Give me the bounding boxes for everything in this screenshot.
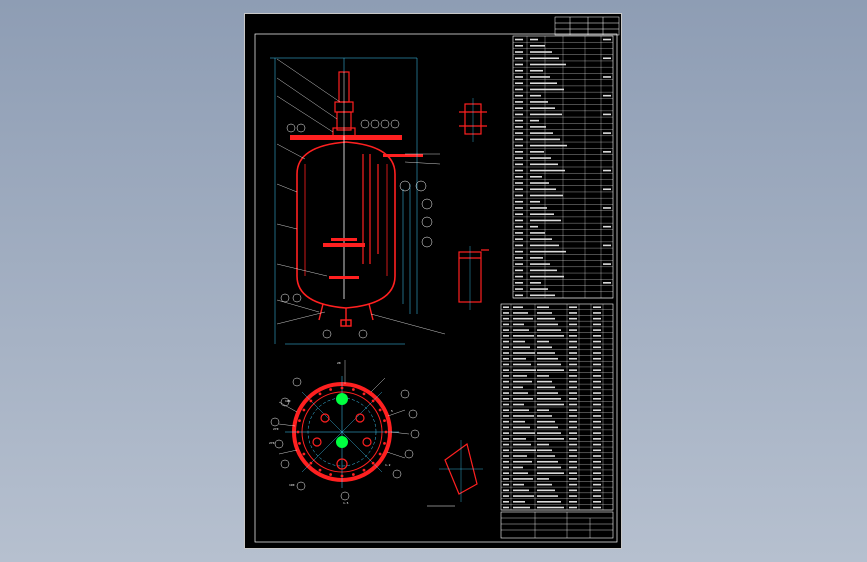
internal-pipes: [362, 154, 379, 264]
top-flange: [290, 135, 423, 157]
title-block: [500, 511, 614, 539]
bolt-label: 270: [269, 441, 275, 445]
vessel-elevation: [296, 141, 396, 309]
bolt-label: 1.5: [343, 501, 349, 505]
bolt-hole: [340, 474, 344, 478]
bolt-hole: [302, 452, 306, 456]
plan-view-labels: 190 270 270 190 20 5 1.2 1.5: [269, 361, 393, 505]
bolt-hole: [318, 392, 322, 396]
detail-view-middle: [458, 246, 489, 310]
revision-table: [554, 16, 620, 36]
bolt-hole: [362, 468, 366, 472]
bolt-label: 190: [285, 399, 291, 403]
plan-view-nozzles: [312, 393, 372, 470]
leader-lines: [276, 58, 446, 335]
drawing-sheet[interactable]: 190 270 270 190 20 5 1.2 1.5: [244, 13, 622, 549]
bolt-label: 270: [273, 427, 279, 431]
bolt-hole: [362, 392, 366, 396]
bolt-hole: [384, 430, 388, 434]
bolt-hole: [351, 473, 355, 476]
tech-spec-table: [512, 35, 614, 299]
detail-view-bottom: [439, 440, 483, 502]
bolt-hole: [309, 461, 313, 465]
drawing-canvas: 190 270 270 190 20 5 1.2 1.5: [254, 16, 620, 543]
bolt-hole: [309, 399, 313, 403]
bolt-label: 20: [337, 361, 341, 365]
bottom-nozzles: [318, 303, 374, 327]
impeller: [323, 238, 365, 279]
bolt-label: 190: [289, 483, 295, 487]
bolt-hole: [298, 419, 301, 423]
bolt-hole: [371, 399, 375, 403]
bolt-hole: [378, 408, 382, 412]
bolt-hole: [378, 452, 382, 456]
bolt-hole: [340, 386, 344, 390]
bolt-hole: [329, 473, 333, 476]
plan-view-leaders: [278, 360, 410, 459]
plan-view-callouts: [270, 377, 420, 501]
bolt-hole: [298, 441, 301, 445]
bolt-label: 1.2: [385, 463, 391, 467]
callout-balloons: [280, 119, 433, 339]
bolt-hole: [383, 441, 386, 445]
drawing-frame: [254, 33, 618, 543]
bolt-hole: [302, 408, 306, 412]
bolt-hole: [383, 419, 386, 423]
parts-list-table: [500, 303, 614, 511]
dimension-lines: [270, 57, 418, 345]
bolt-hole: [371, 461, 375, 465]
bolt-label: 5: [391, 409, 393, 413]
plan-view: [285, 376, 399, 488]
bolt-hole: [318, 468, 322, 472]
agitator-drive: [332, 71, 356, 137]
detail-view-top: [459, 98, 487, 142]
bolt-hole: [296, 430, 300, 434]
bolt-hole: [351, 388, 355, 391]
bolt-hole: [329, 388, 333, 391]
plan-view-bolts: [296, 386, 388, 478]
